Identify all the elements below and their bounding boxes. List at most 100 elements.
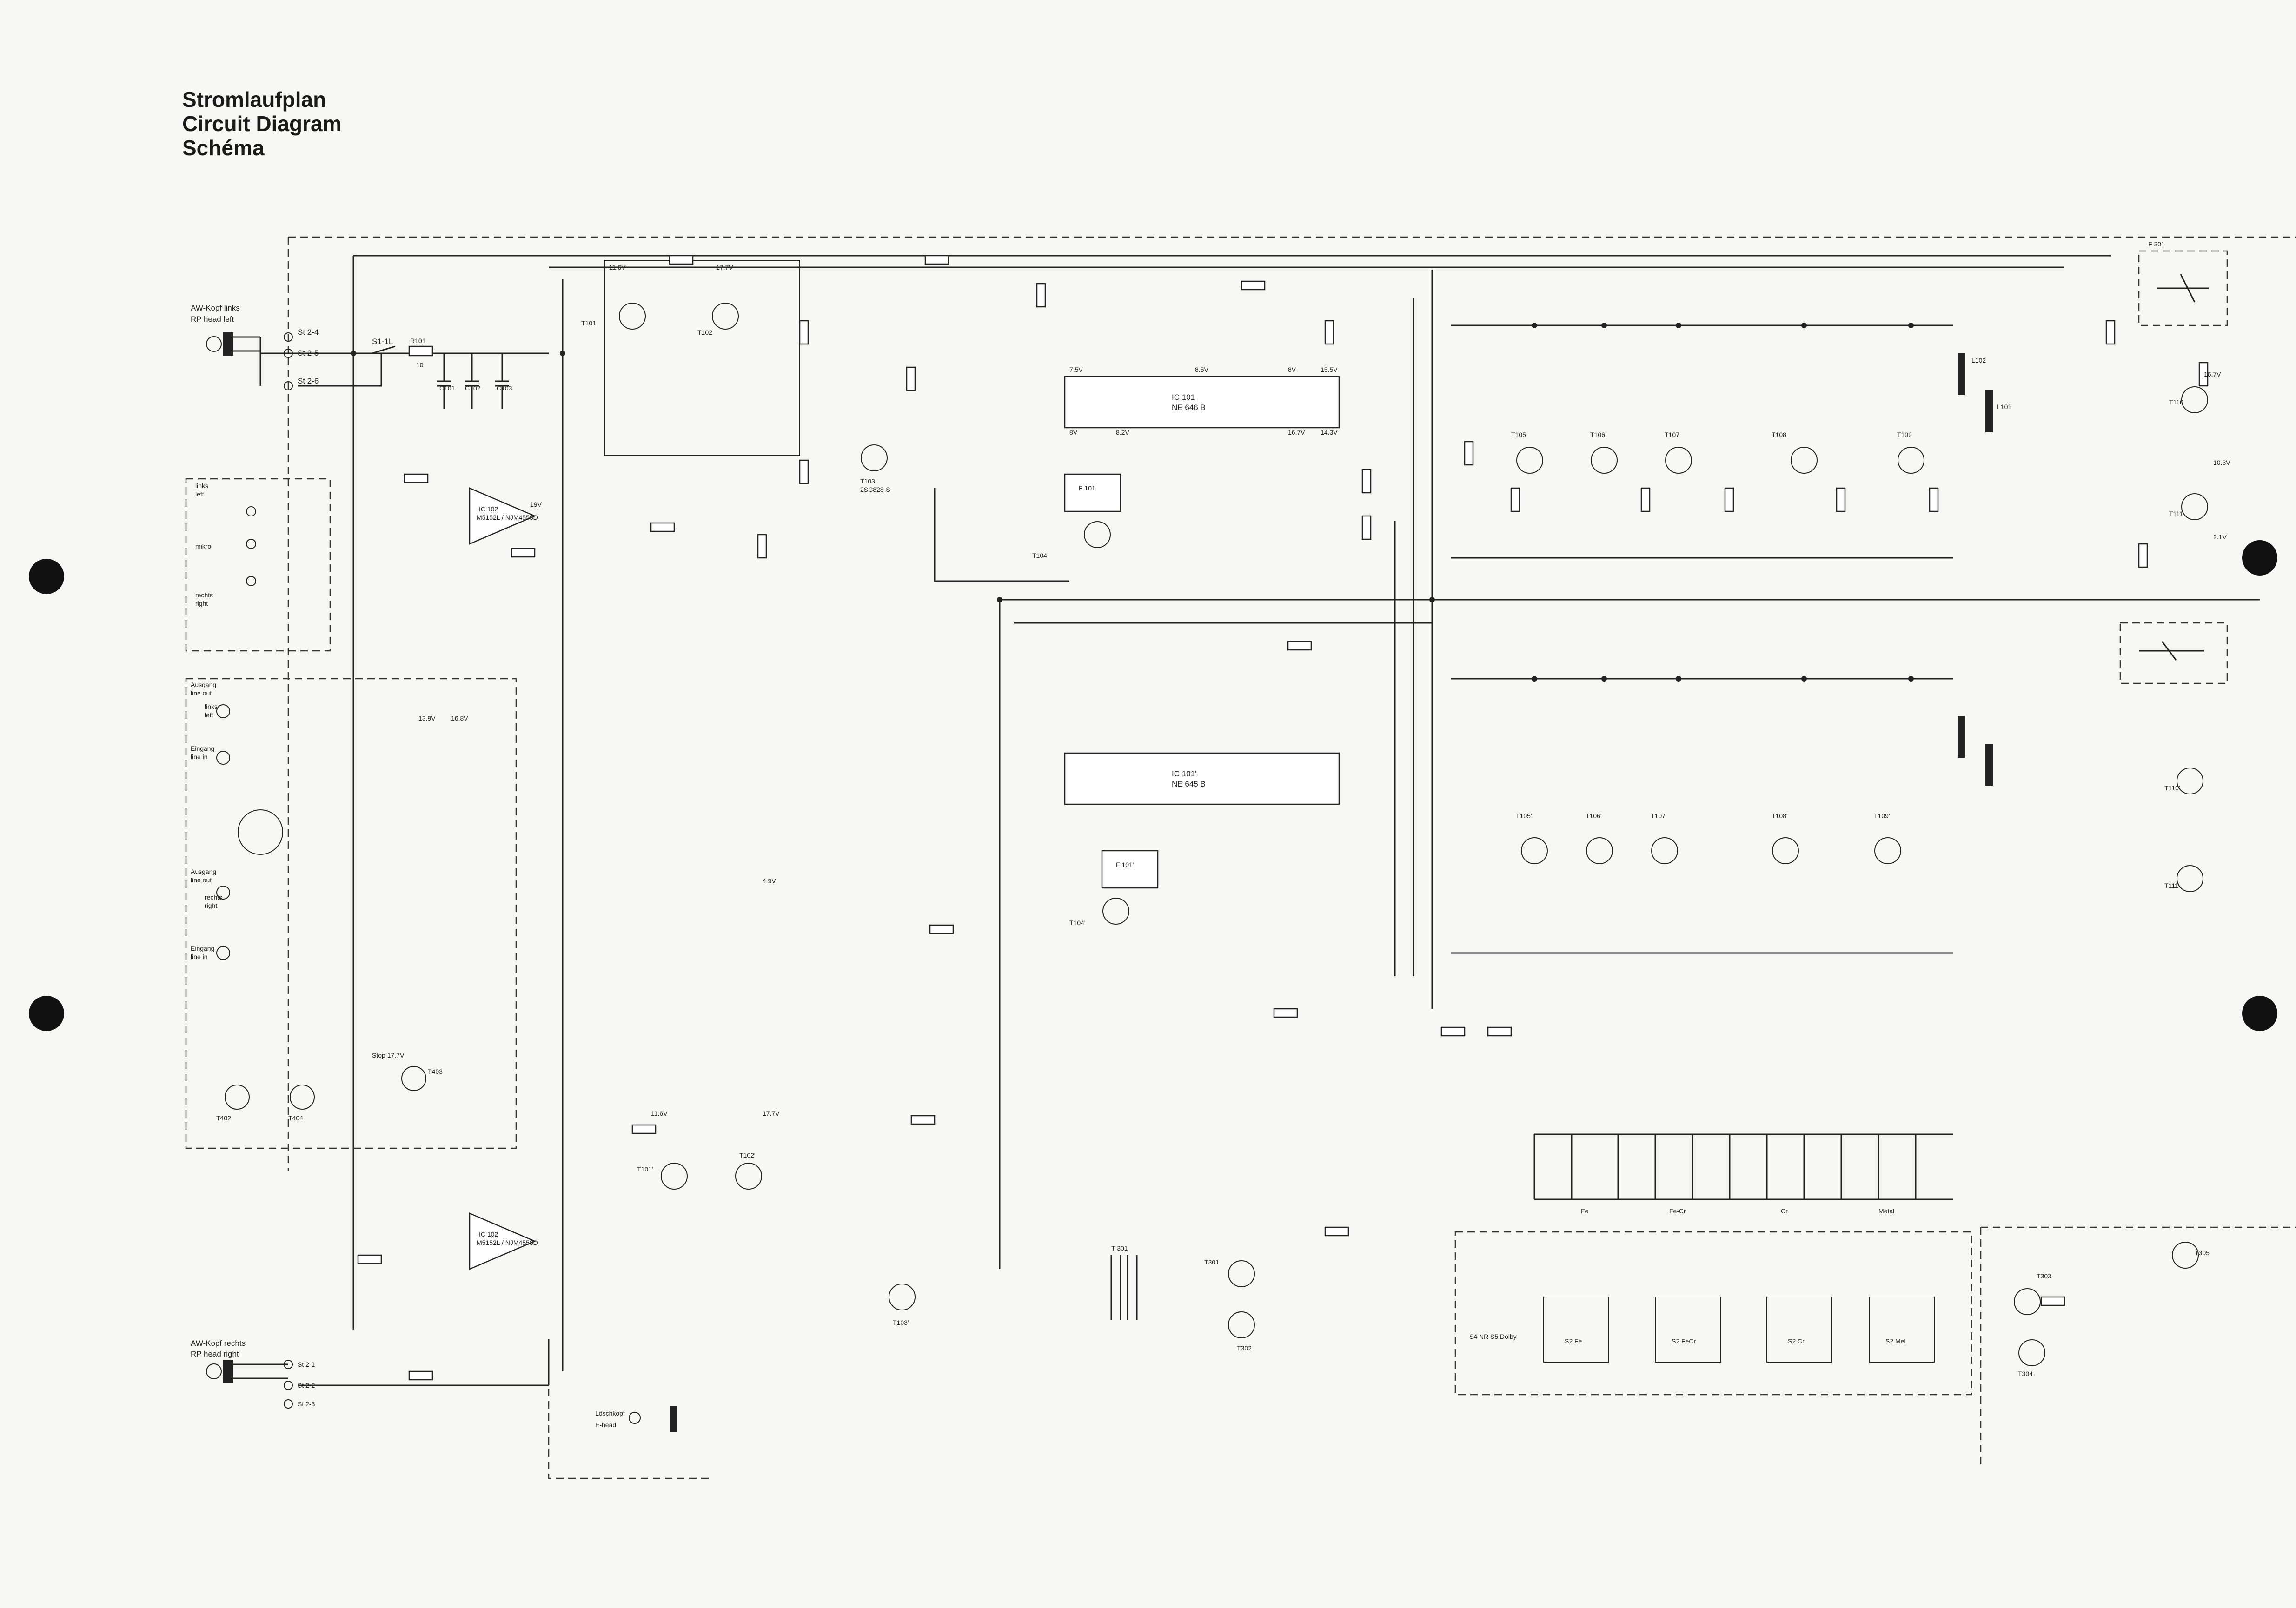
svg-text:line in: line in [191,953,208,960]
svg-text:11.6V: 11.6V [651,1110,668,1117]
svg-text:19V: 19V [530,501,542,508]
f101-filter-right: F 101' [1101,850,1159,889]
svg-text:17.7V: 17.7V [716,264,733,271]
svg-text:S5 Dolby: S5 Dolby [1490,1333,1517,1340]
svg-text:RP head right: RP head right [191,1350,239,1358]
svg-text:Metal: Metal [1878,1207,1894,1215]
svg-text:line in: line in [191,753,208,761]
eq-rails [1451,324,1953,954]
svg-text:T111: T111 [2169,510,2183,517]
svg-text:IC 101': IC 101' [1172,769,1196,778]
svg-text:NE 645 B: NE 645 B [1172,780,1206,788]
svg-text:Eingang: Eingang [191,745,214,752]
t104-block: T104 [1032,521,1111,559]
svg-text:T103: T103 [860,477,875,485]
svg-text:T404: T404 [288,1114,303,1122]
svg-text:10: 10 [416,361,424,369]
svg-text:L101: L101 [1997,403,2011,410]
svg-text:St 2-1: St 2-1 [298,1361,315,1368]
svg-text:T304: T304 [2018,1370,2033,1377]
svg-text:2SC828-S: 2SC828-S [860,486,890,493]
svg-text:T101: T101 [581,319,596,327]
punch-hole [29,559,64,594]
svg-text:10.3V: 10.3V [2213,459,2230,466]
svg-text:T106': T106' [1586,812,1602,820]
c101-c103-caps: C101 C102 C103 [437,353,512,409]
svg-text:T109: T109 [1897,431,1912,438]
svg-text:T108': T108' [1772,812,1788,820]
preamp-right-block: T101' T102' T103' 11.6V 17.7V [637,1110,916,1326]
svg-text:Löschkopf: Löschkopf [595,1409,625,1417]
line-io-box: Ausgang line out links left Eingang line… [185,678,517,1149]
svg-text:AW-Kopf rechts: AW-Kopf rechts [191,1339,246,1348]
svg-text:rechts: rechts [195,591,213,599]
svg-text:right: right [195,600,208,607]
svg-text:NE 646 B: NE 646 B [1172,403,1206,412]
svg-text:T110: T110 [2169,398,2183,406]
punch-hole [2242,540,2277,576]
svg-text:L102: L102 [1971,357,1986,364]
svg-text:C103: C103 [497,384,512,392]
svg-text:T102: T102 [697,329,712,336]
frame-bottom [548,1353,711,1479]
svg-text:St 2-3: St 2-3 [298,1400,315,1408]
eq-transistor-row-top: T105 T106 T107 T108 T109 [1511,431,1924,474]
t103-block: T103 2SC828-S [860,444,890,493]
svg-text:T110': T110' [2164,784,2180,792]
svg-text:line out: line out [191,689,212,697]
svg-text:mikro: mikro [195,543,211,550]
ic101-bottom: IC 101' NE 645 B [1064,752,1340,805]
svg-text:T104': T104' [1069,919,1086,926]
f101-filter: F 101 [1064,473,1121,512]
punch-hole [2242,996,2277,1031]
svg-text:line out: line out [191,876,212,884]
svg-text:S2 Mel: S2 Mel [1885,1337,1906,1345]
svg-text:C102: C102 [465,384,481,392]
svg-text:F 101': F 101' [1116,861,1134,868]
ic102-opamp-top: IC 102 M5152L / NJM4558D [469,487,538,545]
svg-text:left: left [205,711,213,719]
svg-text:Ausgang: Ausgang [191,868,216,875]
tape-selector-bank: S4 NR S5 Dolby S2 Fe S2 FeCr S2 Cr S2 Me… [1454,1207,1972,1396]
svg-text:14.3V: 14.3V [1321,429,1338,436]
inductor-l102: L102 L101 [1958,353,2011,786]
svg-text:St 2-4: St 2-4 [298,328,319,337]
svg-text:R101: R101 [410,337,426,344]
svg-text:T106: T106 [1590,431,1605,438]
svg-text:T102': T102' [739,1151,756,1159]
switch-s1-1l: S1-1L [372,337,396,354]
ic102-opamp-bottom: IC 102 M5152L / NJM4558D [469,1212,538,1270]
svg-text:4.9V: 4.9V [763,877,776,885]
svg-text:RP head left: RP head left [191,315,234,324]
svg-text:T108: T108 [1772,431,1786,438]
svg-text:left: left [195,490,204,498]
svg-text:8.2V: 8.2V [1116,429,1129,436]
svg-text:T302: T302 [1237,1344,1252,1352]
svg-text:T402: T402 [216,1114,231,1122]
svg-text:Fe-Cr: Fe-Cr [1669,1207,1686,1215]
eq-transistor-row-bottom: T105' T106' T107' T108' T109' [1516,812,1901,864]
svg-text:T303: T303 [2037,1272,2051,1280]
svg-text:T101': T101' [637,1165,653,1173]
svg-text:links: links [195,482,208,490]
output-stage-bottom: T110' T111' [2164,768,2203,892]
erase-head: Löschkopf E-head [595,1406,677,1432]
svg-text:IC 102: IC 102 [479,1231,498,1238]
svg-text:S2 Fe: S2 Fe [1565,1337,1582,1345]
svg-text:T109': T109' [1874,812,1890,820]
svg-text:T301: T301 [1204,1258,1219,1266]
svg-text:7.5V: 7.5V [1069,366,1083,373]
resistor-ladder [1533,1133,1953,1200]
title-german: Stromlaufplan [182,87,326,112]
svg-text:T111': T111' [2164,882,2180,889]
junction-dots [351,323,1914,682]
bias-control-right: T303 T304 T305 [1980,1226,2296,1469]
head-input-left: AW-Kopf links RP head left [191,304,353,386]
svg-text:F 301: F 301 [2148,240,2165,248]
r101-resistor: R101 10 [408,337,433,369]
head-input-right: AW-Kopf rechts RP head right St 2-1 St 2… [191,1339,315,1409]
svg-text:S1-1L: S1-1L [372,337,393,346]
svg-text:T105': T105' [1516,812,1532,820]
svg-text:IC 101: IC 101 [1172,393,1195,402]
svg-text:T103': T103' [893,1319,909,1326]
